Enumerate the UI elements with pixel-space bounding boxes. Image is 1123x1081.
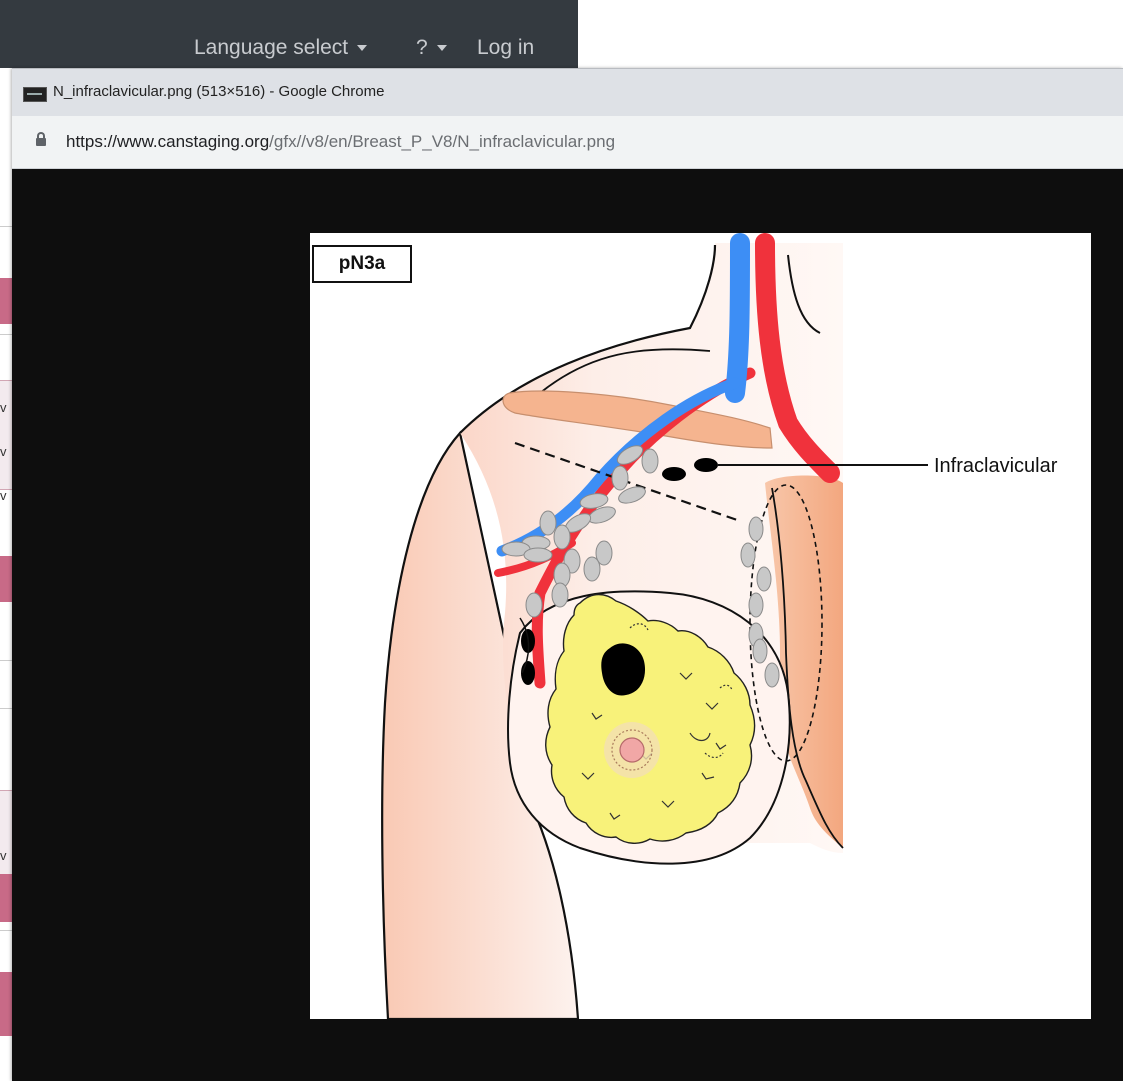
divider xyxy=(0,334,12,335)
list-item[interactable] xyxy=(0,972,12,1036)
truncated-text: v xyxy=(0,444,7,459)
lymph-node xyxy=(749,593,763,617)
infraclavicular-label: Infraclavicular xyxy=(934,455,1057,478)
divider xyxy=(0,930,12,931)
lymph-node xyxy=(642,449,658,473)
lymph-node xyxy=(524,548,552,562)
nipple xyxy=(620,738,644,762)
lymph-node xyxy=(526,593,542,617)
language-select-dropdown[interactable]: Language select xyxy=(194,36,367,60)
anatomy-illustration[interactable]: pN3a Infraclavicular xyxy=(310,233,1091,1019)
list-item[interactable] xyxy=(0,278,12,324)
lymph-node xyxy=(612,466,628,490)
list-item[interactable] xyxy=(0,556,12,602)
window-title: N_infraclavicular.png (513×516) - Google… xyxy=(53,83,384,100)
divider xyxy=(0,708,12,709)
chrome-popup-window: N_infraclavicular.png (513×516) - Google… xyxy=(12,68,1123,1081)
positive-lymph-node xyxy=(521,661,535,685)
positive-lymph-node xyxy=(694,458,718,472)
help-label: ? xyxy=(416,36,428,59)
language-select-label: Language select xyxy=(194,36,348,59)
breast-lymph-node-diagram xyxy=(310,233,1091,1019)
list-item[interactable] xyxy=(0,790,12,882)
truncated-text: v xyxy=(0,848,7,863)
list-item[interactable] xyxy=(0,380,12,490)
lymph-node xyxy=(540,511,556,535)
lymph-node xyxy=(584,557,600,581)
window-titlebar[interactable]: N_infraclavicular.png (513×516) - Google… xyxy=(12,68,1123,117)
truncated-text: v xyxy=(0,488,7,503)
address-bar[interactable]: https://www.canstaging.org/gfx//v8/en/Br… xyxy=(12,116,1123,169)
lymph-node xyxy=(765,663,779,687)
lymph-node xyxy=(554,525,570,549)
list-item[interactable] xyxy=(0,874,12,922)
lymph-node xyxy=(757,567,771,591)
tumor xyxy=(601,643,645,695)
lymph-node xyxy=(552,583,568,607)
vein-main xyxy=(735,243,740,393)
url-host: https://www.canstaging.org xyxy=(66,132,269,151)
image-icon xyxy=(23,87,47,102)
image-viewer: pN3a Infraclavicular xyxy=(12,169,1123,1081)
lymph-node xyxy=(753,639,767,663)
url-path: /gfx//v8/en/Breast_P_V8/N_infraclavicula… xyxy=(269,132,615,151)
chevron-down-icon xyxy=(357,45,367,51)
chevron-down-icon xyxy=(437,45,447,51)
positive-lymph-node xyxy=(662,467,686,481)
truncated-text: v xyxy=(0,400,7,415)
help-dropdown[interactable]: ? xyxy=(416,36,447,60)
lock-icon[interactable] xyxy=(36,138,46,146)
lymph-node xyxy=(749,517,763,541)
url-field[interactable]: https://www.canstaging.org/gfx//v8/en/Br… xyxy=(66,132,615,152)
lymph-node xyxy=(741,543,755,567)
divider xyxy=(0,660,12,661)
divider xyxy=(0,226,12,227)
login-link[interactable]: Log in xyxy=(477,36,534,60)
site-navbar: Language select ? Log in xyxy=(0,0,578,68)
stage-label: pN3a xyxy=(312,245,412,283)
